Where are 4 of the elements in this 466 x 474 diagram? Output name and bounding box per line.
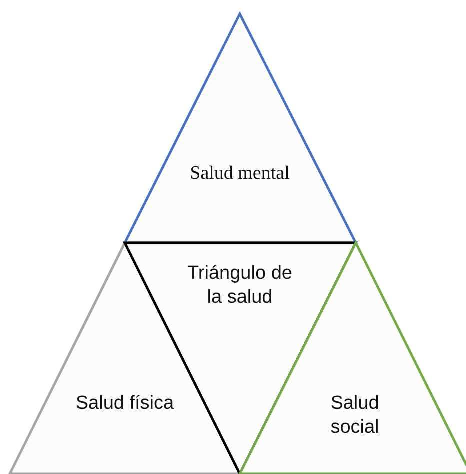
triangle-label: Salud mental: [190, 162, 290, 186]
triangle-label: Salud social: [330, 392, 380, 440]
triangle-label: Triángulo de la salud: [186, 262, 294, 310]
triangle-label: Salud física: [75, 392, 175, 416]
